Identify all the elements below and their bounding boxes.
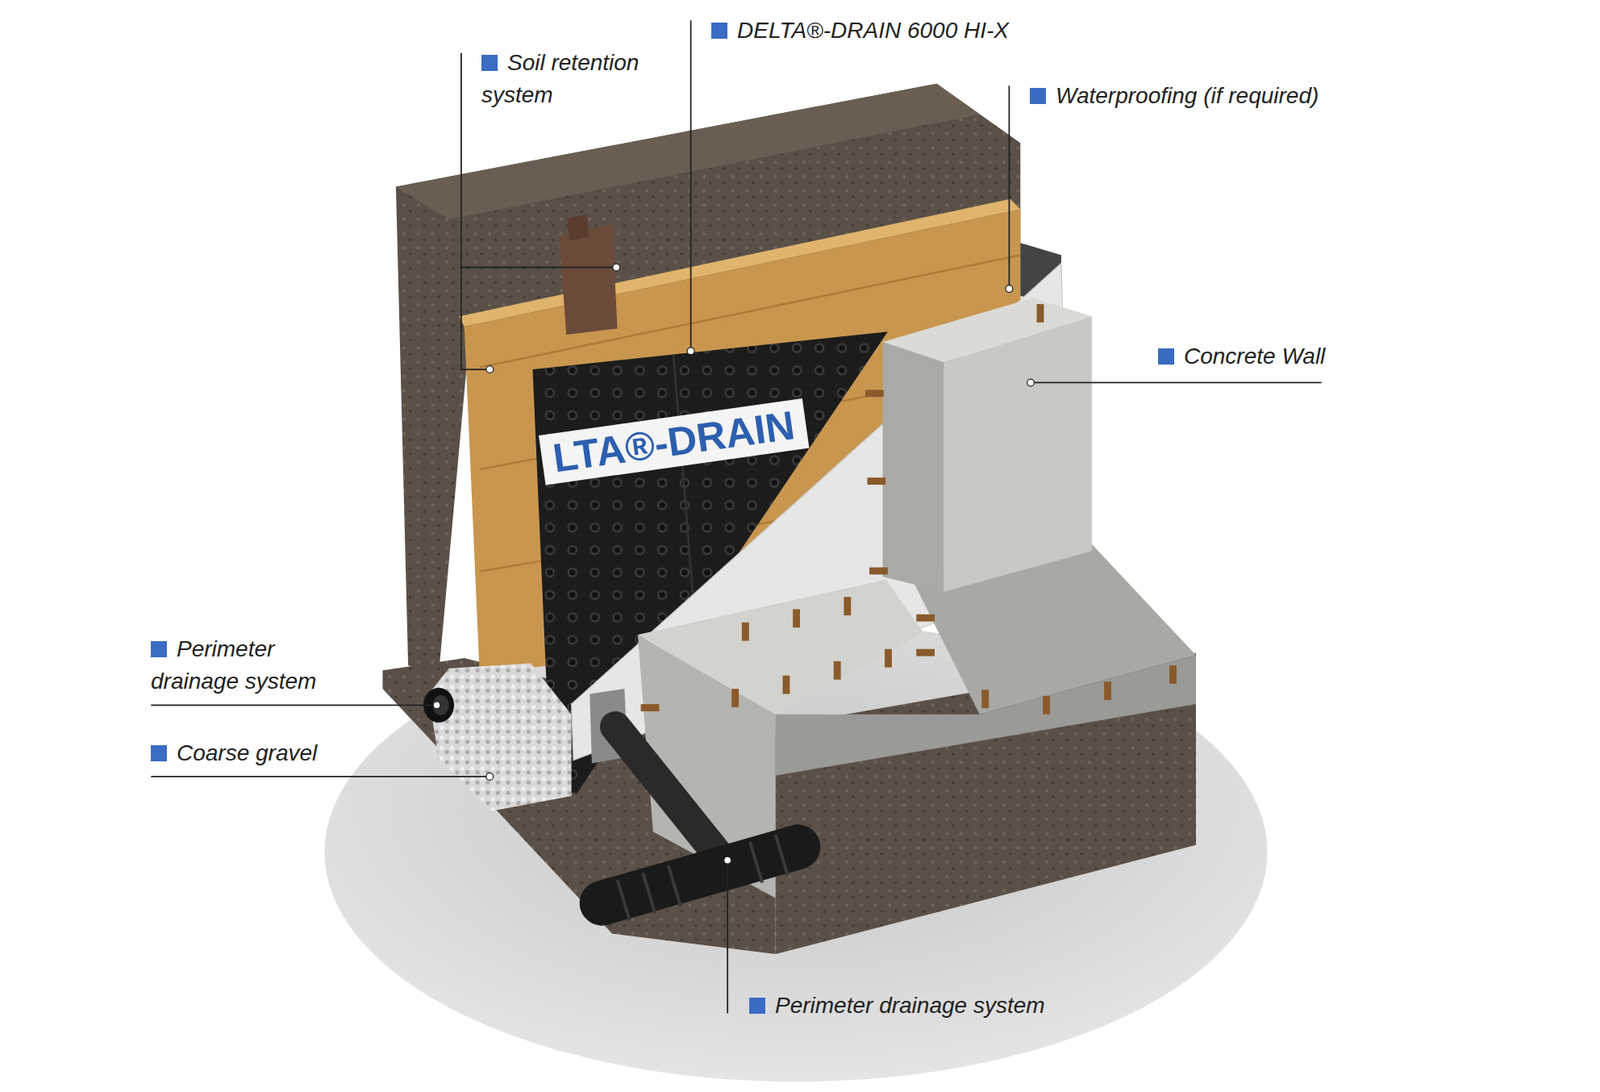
illustration-part xyxy=(884,649,892,668)
part-name: Waterproofing (if required) xyxy=(1055,83,1319,109)
bullet-square xyxy=(1029,87,1046,105)
bullet-square xyxy=(749,997,766,1014)
bullet-square xyxy=(150,745,167,762)
part-name: Perimeter drainage system xyxy=(775,992,1046,1018)
part-name: DELTA®-DRAIN 6000 HI-X xyxy=(737,17,1009,43)
illustration-part xyxy=(150,775,490,778)
bullet-square xyxy=(711,22,728,39)
illustration-part xyxy=(775,653,1196,955)
illustration-part xyxy=(486,366,494,374)
illustration-part xyxy=(943,316,1092,592)
callout-label: DELTA®-DRAIN 6000 HI-X xyxy=(711,14,1009,47)
illustration-part xyxy=(741,622,750,642)
illustration-part xyxy=(615,726,727,866)
illustration-part xyxy=(642,872,655,914)
illustration-part xyxy=(687,347,695,355)
illustration-part xyxy=(724,856,732,864)
illustration-part xyxy=(731,688,739,708)
illustration-part xyxy=(1005,285,1013,293)
illustration-group xyxy=(150,20,1321,1082)
illustration-part xyxy=(1042,695,1050,715)
illustration-part xyxy=(428,662,571,811)
illustration-part xyxy=(1008,85,1010,289)
illustration-part xyxy=(461,266,617,269)
illustration-part xyxy=(726,860,729,1014)
illustration-part xyxy=(433,263,1034,864)
illustration-part xyxy=(1030,382,1322,384)
illustration-part xyxy=(775,834,788,876)
illustration-part xyxy=(750,841,763,884)
illustration-part xyxy=(882,297,1092,363)
illustration-part xyxy=(916,649,935,657)
bullet-square xyxy=(481,54,498,71)
callout-label: Coarse gravel xyxy=(150,737,317,770)
illustration-part xyxy=(567,214,590,242)
illustration-part xyxy=(432,695,449,716)
illustration-part xyxy=(867,477,887,485)
illustration-part xyxy=(843,596,851,616)
illustration-part xyxy=(1027,379,1035,387)
illustration-part xyxy=(150,704,437,706)
illustration-part xyxy=(916,614,935,622)
callout-label: Waterproofing (if required) xyxy=(1029,79,1319,113)
illustration-part xyxy=(869,567,888,575)
bullet-square xyxy=(1158,348,1175,365)
callout-label: Perimeter drainage system xyxy=(749,989,1046,1022)
callout-label: Soil retention system xyxy=(481,46,675,112)
illustration-part xyxy=(782,675,790,695)
part-name: Soil retention system xyxy=(481,50,639,108)
illustration-part xyxy=(882,341,944,592)
illustration-part xyxy=(433,701,441,709)
bullet-square xyxy=(150,641,167,658)
illustration-part xyxy=(792,608,800,628)
illustration-part xyxy=(602,846,799,904)
callout-label: Perimeter drainage system xyxy=(150,633,353,698)
illustration-part xyxy=(612,263,621,271)
illustration-part xyxy=(558,224,617,335)
illustration-part xyxy=(641,304,1177,715)
illustration-part xyxy=(775,654,1196,775)
illustration-part xyxy=(617,834,788,921)
illustration-part xyxy=(150,20,1321,1013)
callout-label: Concrete Wall xyxy=(1158,340,1325,373)
illustration-part xyxy=(865,389,884,397)
illustration-part xyxy=(690,20,692,351)
illustration-part xyxy=(833,661,842,680)
illustration-part xyxy=(1104,681,1112,700)
illustration-part xyxy=(617,879,630,921)
illustration-part xyxy=(1037,304,1045,323)
illustration-part xyxy=(981,689,989,709)
part-name: Concrete Wall xyxy=(1183,343,1325,369)
illustration-part xyxy=(486,772,494,780)
illustration-part xyxy=(1169,665,1177,684)
part-name: Perimeter drainage system xyxy=(150,636,317,694)
illustration-part xyxy=(668,865,681,907)
part-name: Coarse gravel xyxy=(176,740,317,766)
illustration-part xyxy=(641,704,660,712)
illustration-part xyxy=(637,579,924,715)
